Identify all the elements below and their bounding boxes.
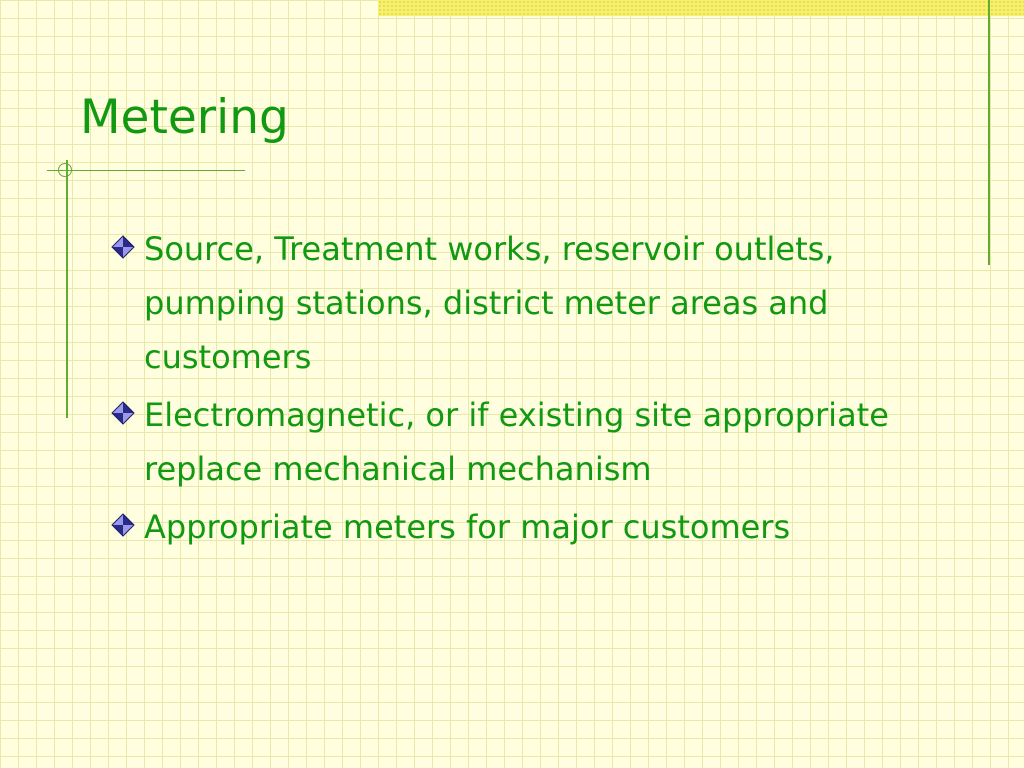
decorative-right-rule bbox=[988, 0, 990, 265]
diamond-bullet-icon bbox=[111, 401, 135, 425]
diamond-bullet-icon bbox=[111, 513, 135, 537]
title-underline-rule bbox=[47, 170, 245, 171]
bullet-item: Appropriate meters for major customers bbox=[100, 500, 980, 554]
decorative-left-rule bbox=[66, 160, 68, 418]
bullet-item: Source, Treatment works, reservoir outle… bbox=[100, 222, 980, 384]
bullet-text: Electromagnetic, or if existing site app… bbox=[144, 396, 889, 488]
bullet-text: Appropriate meters for major customers bbox=[144, 508, 791, 546]
title-rule-circle bbox=[58, 163, 72, 177]
bullet-item: Electromagnetic, or if existing site app… bbox=[100, 388, 980, 496]
diamond-bullet-icon bbox=[111, 235, 135, 259]
decorative-top-band bbox=[378, 0, 1024, 16]
bullet-text: Source, Treatment works, reservoir outle… bbox=[144, 230, 835, 376]
bullet-list: Source, Treatment works, reservoir outle… bbox=[100, 222, 980, 558]
slide-title: Metering bbox=[80, 90, 289, 145]
